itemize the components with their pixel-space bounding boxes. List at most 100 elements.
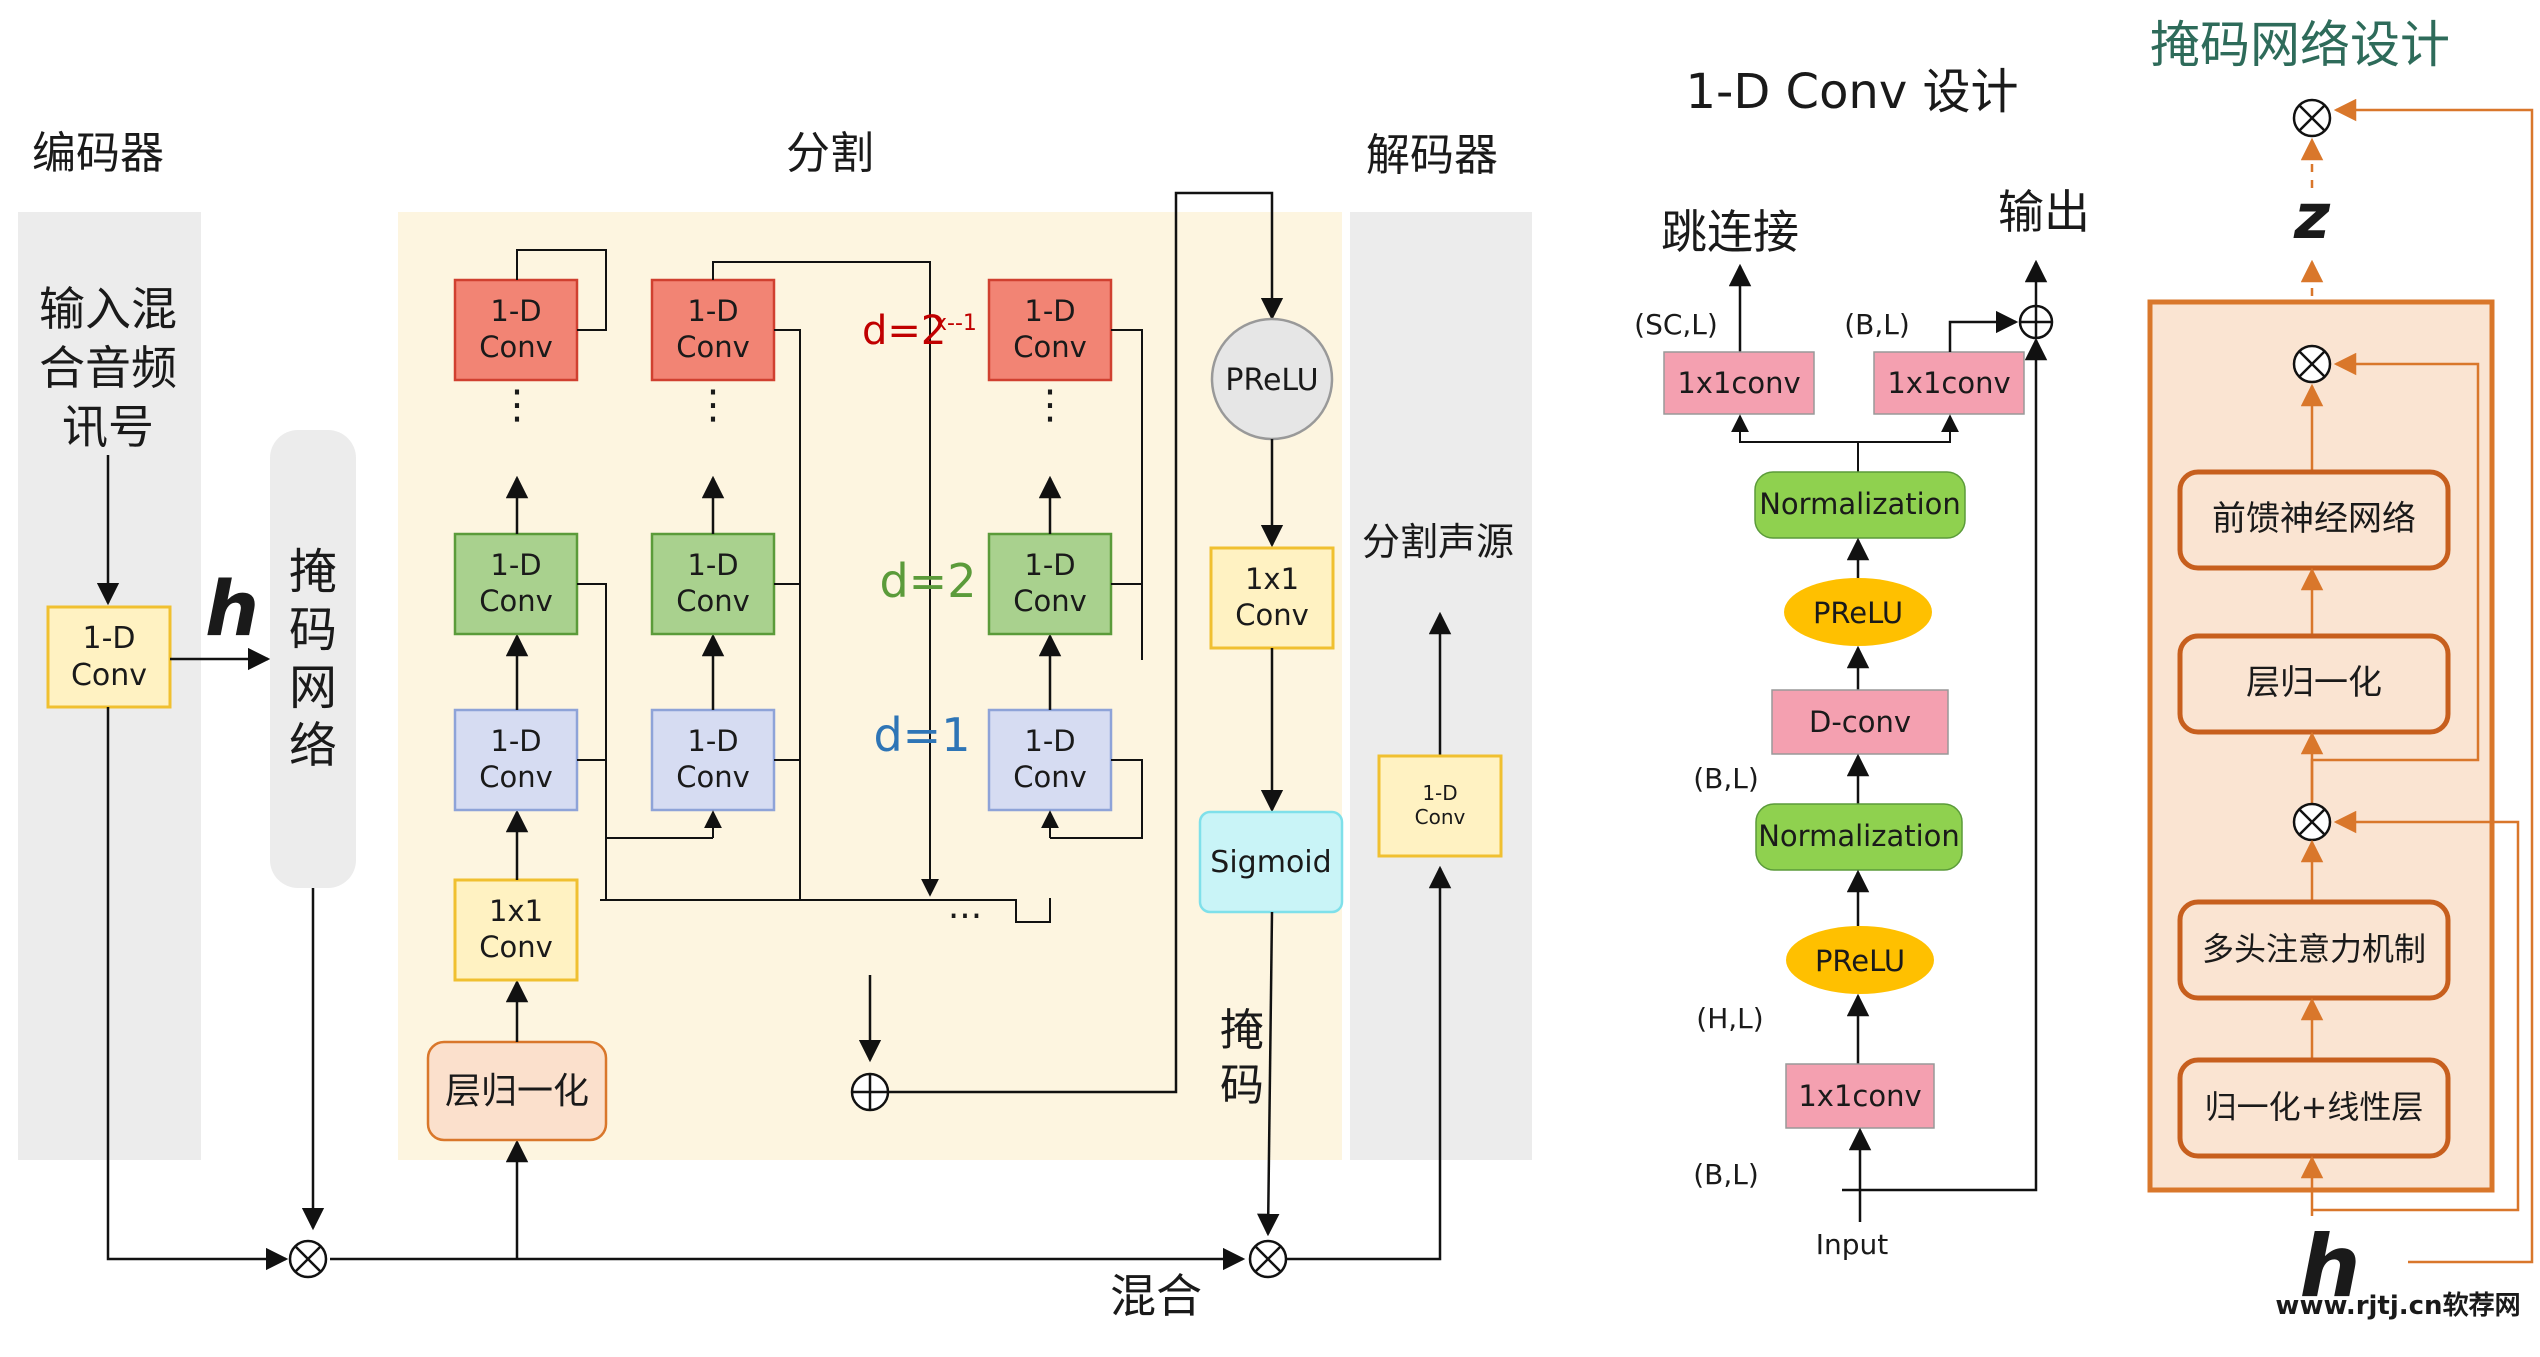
- conv-d1-col2: [650, 708, 776, 812]
- svg-text:Conv: Conv: [479, 330, 553, 364]
- z-symbol: z: [2293, 180, 2331, 253]
- svg-text:前馈神经网络: 前馈神经网络: [2212, 499, 2416, 539]
- input-mixture-label: 输入混 合音频 讯号: [39, 282, 177, 454]
- svg-text:Normalization: Normalization: [1759, 487, 1961, 521]
- prelu-top-ellipse: PReLU: [1784, 578, 1932, 646]
- prelu-bottom-ellipse: PReLU: [1786, 926, 1934, 994]
- h-symbol-right: h: [2299, 1217, 2360, 1317]
- svg-text:网: 网: [289, 660, 337, 716]
- svg-text:D-conv: D-conv: [1809, 705, 1911, 739]
- shape-sc-l: (SC,L): [1634, 308, 1718, 341]
- mha-box: 多头注意力机制: [2177, 899, 2451, 1001]
- vdots-col1: ⋮: [497, 382, 537, 428]
- svg-text:码: 码: [289, 602, 337, 658]
- svg-text:Conv: Conv: [676, 330, 750, 364]
- svg-text:1x1: 1x1: [489, 894, 543, 928]
- svg-text:Conv: Conv: [479, 930, 553, 964]
- svg-text:1-D: 1-D: [82, 621, 135, 656]
- svg-text:1-D: 1-D: [1024, 724, 1075, 758]
- conv-d2-col2: [650, 532, 776, 636]
- mask-network-outer-box: [2147, 299, 2495, 1193]
- vdots-col3: ⋮: [1030, 382, 1070, 428]
- svg-text:掩: 掩: [289, 544, 337, 600]
- svg-text:1x1: 1x1: [1245, 562, 1299, 596]
- multiply-node-top: [2292, 98, 2332, 138]
- multiply-node-upper: [2292, 344, 2332, 384]
- shape-b-l-bottom: (B,L): [1693, 1158, 1759, 1191]
- residual-connections: [516, 249, 1143, 923]
- sigmoid-box: Sigmoid: [1198, 810, 1344, 914]
- normalization-top: Normalization: [1754, 471, 1966, 539]
- svg-text:1-D: 1-D: [687, 548, 738, 582]
- conv-dx-col3: [987, 278, 1113, 382]
- mask-network-design-title: 掩码网络设计: [2150, 16, 2450, 74]
- svg-text:Conv: Conv: [1013, 584, 1087, 618]
- shape-b-l-mid: (B,L): [1693, 762, 1759, 795]
- shape-h-l: (H,L): [1696, 1002, 1763, 1035]
- watermark: www.rjtj.cn软荐网: [2275, 1291, 2520, 1321]
- layer-norm-box-right: 层归一化: [2177, 633, 2451, 735]
- svg-text:层归一化: 层归一化: [445, 1071, 589, 1112]
- dilation-low-label: d=1: [873, 708, 970, 762]
- svg-text:1-D: 1-D: [1024, 294, 1075, 328]
- shape-b-l-top: (B,L): [1844, 308, 1910, 341]
- svg-text:Normalization: Normalization: [1758, 819, 1960, 853]
- svg-text:络: 络: [289, 718, 337, 774]
- svg-text:1-D: 1-D: [490, 294, 541, 328]
- svg-text:Conv: Conv: [1013, 330, 1087, 364]
- h-symbol-left: h: [205, 564, 259, 653]
- svg-text:层归一化: 层归一化: [2246, 663, 2382, 703]
- dconv-box: D-conv: [1771, 689, 1949, 755]
- svg-text:Conv: Conv: [676, 584, 750, 618]
- svg-text:Conv: Conv: [1415, 805, 1466, 829]
- svg-text:1-D: 1-D: [490, 724, 541, 758]
- conv-dx-col1: [453, 278, 579, 382]
- svg-text:PReLU: PReLU: [1815, 944, 1905, 978]
- bottleneck-1x1-conv: 1x1 Conv: [453, 878, 579, 982]
- svg-text:Conv: Conv: [676, 760, 750, 794]
- ffn-box: 前馈神经网络: [2177, 469, 2451, 571]
- svg-text:1-D: 1-D: [1024, 548, 1075, 582]
- svg-text:Conv: Conv: [1235, 598, 1309, 632]
- input-label-line-3: 讯号: [62, 400, 154, 454]
- svg-text:Conv: Conv: [1013, 760, 1087, 794]
- conv-design-title: 1-D Conv 设计: [1685, 64, 2018, 120]
- decoder-conv-box: 1-D Conv: [1377, 754, 1503, 858]
- output-1x1-conv: 1x1 Conv: [1209, 546, 1335, 650]
- input-label-line-2: 合音频: [39, 341, 177, 395]
- decoder-source-label: 分割声源: [1362, 520, 1514, 564]
- multiply-node-middle: [2292, 802, 2332, 842]
- decoder-title: 解码器: [1366, 130, 1498, 181]
- normalization-bottom: Normalization: [1755, 803, 1963, 871]
- sum-node-separation: [850, 1072, 890, 1112]
- multiply-node-separation: [1248, 1239, 1288, 1279]
- svg-text:x--1: x--1: [934, 311, 977, 336]
- mix-label: 混合: [1110, 1269, 1202, 1323]
- vdots-col2: ⋮: [693, 382, 733, 428]
- dilation-top-label: d=2 x--1: [862, 308, 977, 354]
- svg-text:1-D: 1-D: [1422, 781, 1457, 805]
- svg-text:Conv: Conv: [479, 584, 553, 618]
- conv-d1-col3: [987, 708, 1113, 812]
- svg-text:掩: 掩: [1220, 1005, 1264, 1056]
- norm-linear-box: 归一化+线性层: [2177, 1057, 2451, 1159]
- svg-text:1x1conv: 1x1conv: [1887, 366, 2010, 400]
- svg-text:d=2: d=2: [862, 308, 946, 354]
- conv-d2-col1: [453, 532, 579, 636]
- svg-text:Sigmoid: Sigmoid: [1210, 845, 1331, 880]
- svg-text:PReLU: PReLU: [1813, 596, 1903, 630]
- output-label: 输出: [1998, 185, 2090, 239]
- input-1x1conv: 1x1conv: [1785, 1063, 1935, 1129]
- layer-norm-box: 层归一化: [426, 1040, 608, 1142]
- svg-text:多头注意力机制: 多头注意力机制: [2202, 930, 2426, 968]
- dilation-mid-label: d=2: [879, 554, 976, 608]
- hdots-separation: ...: [948, 886, 982, 927]
- encoder-conv-box: 1-D Conv: [46, 605, 172, 709]
- svg-text:码: 码: [1220, 1060, 1264, 1111]
- svg-text:PReLU: PReLU: [1225, 363, 1318, 398]
- conv-dx-col2: [650, 278, 776, 382]
- output-1x1conv: 1x1conv: [1873, 351, 2025, 415]
- svg-text:1x1conv: 1x1conv: [1677, 366, 1800, 400]
- encoder-title: 编码器: [32, 128, 164, 179]
